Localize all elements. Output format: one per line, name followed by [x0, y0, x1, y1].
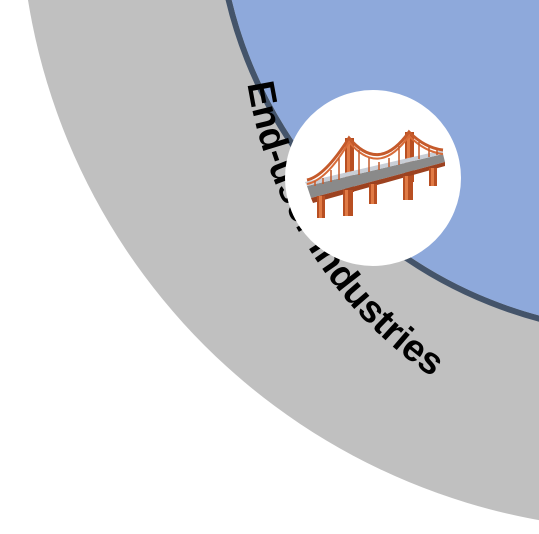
bridge-icon — [305, 129, 445, 218]
icon-badge — [285, 90, 461, 266]
